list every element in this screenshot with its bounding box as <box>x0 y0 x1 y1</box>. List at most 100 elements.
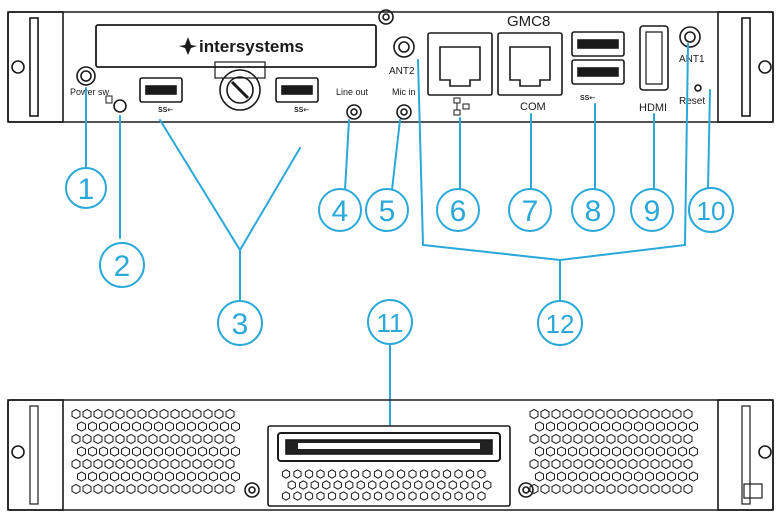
vent-hole <box>137 433 147 445</box>
vent-hole <box>628 408 638 420</box>
vent-hole <box>656 471 665 482</box>
expansion-slot[interactable] <box>277 432 501 462</box>
callout-11: 11 <box>377 308 404 338</box>
vent-hole <box>121 421 130 432</box>
vent-hole <box>689 471 698 482</box>
vent-hole <box>414 480 423 490</box>
vent-hole <box>339 491 348 501</box>
vent-hole <box>650 483 660 495</box>
vent-hole <box>650 408 660 420</box>
vent-hole <box>71 483 81 495</box>
usb-port-stack-bottom[interactable] <box>571 59 625 85</box>
usb-symbol-icon: SS⇽ <box>580 95 595 102</box>
vent-hole <box>299 480 308 490</box>
vent-hole <box>661 458 671 470</box>
vent-hole <box>170 408 180 420</box>
label-power-sw: Power sw <box>70 87 110 97</box>
vent-hole <box>656 421 665 432</box>
vent-hole <box>584 408 594 420</box>
vent-hole <box>165 471 174 482</box>
vent-hole <box>667 471 676 482</box>
callout-1-circle <box>65 167 107 209</box>
vent-hole <box>203 483 213 495</box>
vent-hole <box>181 408 191 420</box>
mic-in-jack[interactable] <box>396 104 412 120</box>
vent-hole <box>104 433 114 445</box>
vent-hole <box>551 408 561 420</box>
ant1-connector[interactable] <box>679 26 701 48</box>
model-label: GMC8 <box>507 13 550 30</box>
vent-hole <box>391 480 400 490</box>
usb-port-stack-top[interactable] <box>571 31 625 57</box>
usb-port-right[interactable] <box>275 77 319 103</box>
vent-hole <box>661 433 671 445</box>
vent-hole <box>471 480 480 490</box>
vent-hole <box>562 458 572 470</box>
vent-hole <box>546 446 555 457</box>
vent-hole <box>617 433 627 445</box>
vent-hole <box>287 480 296 490</box>
vent-hole <box>667 421 676 432</box>
vent-hole <box>203 408 213 420</box>
vent-hole <box>71 458 81 470</box>
rear-panel <box>7 399 774 511</box>
vent-hole <box>535 421 544 432</box>
callout-6-circle <box>436 188 480 232</box>
ant2-connector[interactable] <box>393 36 415 58</box>
vent-hole <box>590 421 599 432</box>
vent-hole <box>465 469 475 479</box>
vent-hole <box>110 421 119 432</box>
vent-hole <box>310 480 319 490</box>
vent-hole <box>154 446 163 457</box>
callout-5: 5 <box>379 195 396 228</box>
vent-hole <box>540 433 550 445</box>
usb-port-left[interactable] <box>139 77 183 103</box>
hdmi-port[interactable] <box>639 25 669 91</box>
vent-hole <box>639 433 649 445</box>
callout-3-circle <box>217 300 263 346</box>
vent-hole <box>198 446 207 457</box>
callout-11-circle <box>367 299 413 345</box>
vent-hole <box>557 421 566 432</box>
vent-hole <box>442 469 452 479</box>
vent-hole <box>192 408 202 420</box>
vent-hole <box>82 408 92 420</box>
reset-button[interactable] <box>694 84 702 92</box>
vent-hole <box>281 469 291 479</box>
vent-hole <box>584 483 594 495</box>
vent-hole <box>316 469 325 479</box>
vent-hole <box>154 471 163 482</box>
vent-hole <box>159 433 169 445</box>
lan-port[interactable] <box>427 32 493 96</box>
vent-hole <box>293 469 302 479</box>
vent-hole <box>460 480 469 490</box>
vent-hole <box>154 421 163 432</box>
vent-hole <box>209 446 218 457</box>
vent-hole <box>454 491 463 501</box>
vent-hole <box>373 469 383 479</box>
vent-hole <box>617 458 627 470</box>
line-out-jack[interactable] <box>346 104 362 120</box>
label-mic-in: Mic in <box>392 87 416 97</box>
vent-hole <box>220 471 229 482</box>
callout-4-circle <box>318 188 362 232</box>
power-switch[interactable] <box>76 66 96 86</box>
vent-hole <box>590 471 599 482</box>
com-port[interactable] <box>497 32 563 96</box>
vent-hole <box>104 458 114 470</box>
label-reset: Reset <box>679 96 705 107</box>
vent-hole <box>579 421 588 432</box>
vent-hole <box>623 471 632 482</box>
vent-hole <box>628 433 638 445</box>
vent-hole <box>71 408 81 420</box>
vent-hole <box>606 408 616 420</box>
vent-hole <box>137 483 147 495</box>
callout-9-circle <box>630 188 674 232</box>
vent-hole <box>645 446 654 457</box>
right-mount-hole <box>758 60 772 74</box>
vent-hole <box>187 446 196 457</box>
vent-hole <box>115 458 125 470</box>
vent-hole <box>99 471 108 482</box>
vent-hole <box>529 483 539 495</box>
